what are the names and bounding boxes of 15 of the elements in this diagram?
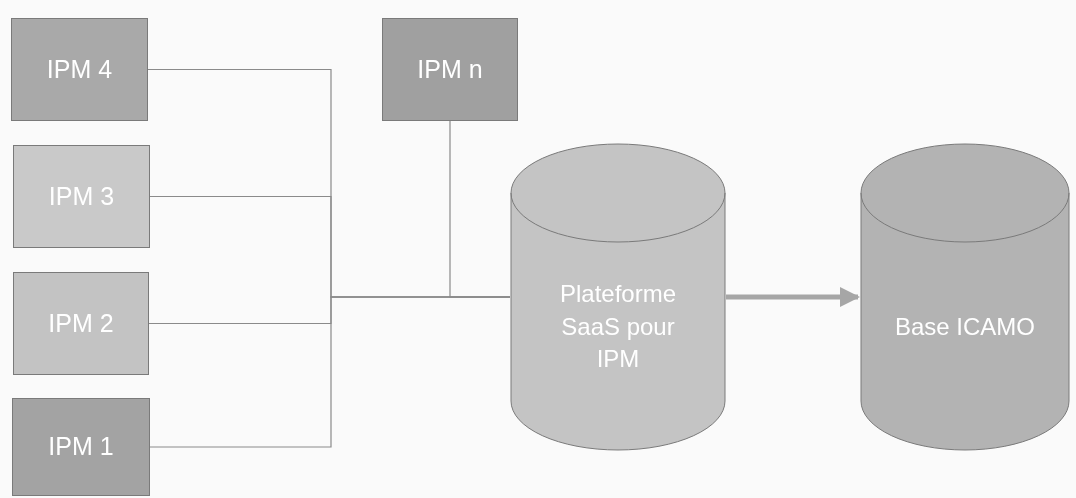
- arrow: [726, 287, 860, 307]
- node-label: IPM 2: [48, 307, 114, 339]
- process-box: [13, 145, 150, 248]
- node-label: Plateforme SaaS pour IPM: [558, 279, 678, 375]
- node-label: IPM n: [417, 53, 483, 85]
- process-box: [13, 272, 149, 375]
- process-box: [382, 18, 518, 121]
- database-cylinder: [510, 143, 726, 451]
- process-box: [11, 18, 148, 121]
- node-label: Base ICAMO: [893, 311, 1036, 342]
- database-cylinder: [860, 143, 1070, 451]
- process-box: [12, 398, 150, 496]
- node-label: IPM 4: [46, 53, 113, 85]
- node-label: IPM 1: [48, 431, 114, 463]
- connector-line: [449, 120, 511, 298]
